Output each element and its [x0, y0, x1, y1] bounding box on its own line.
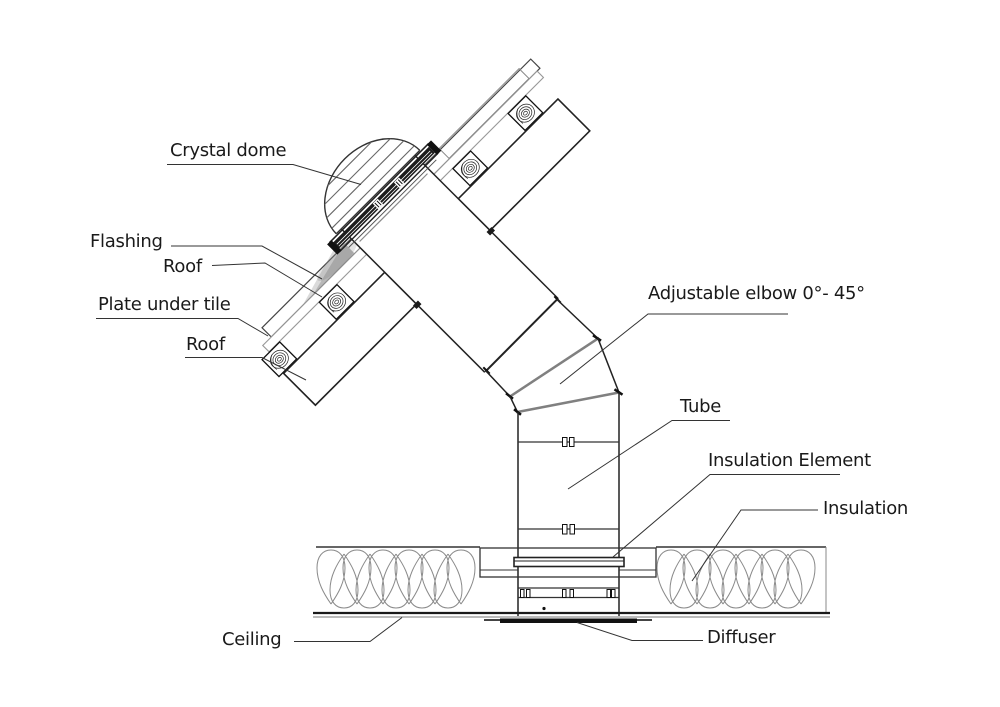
tube-clip — [413, 300, 422, 310]
label-flashing: Flashing — [90, 231, 163, 252]
label-tube: Tube — [680, 396, 721, 417]
tube-joint-clip — [562, 524, 568, 535]
curb-fastener — [393, 177, 405, 189]
plate-under-tile-leader — [96, 318, 269, 337]
batten — [261, 340, 298, 378]
crystal-dome-leader — [167, 164, 362, 185]
insulation-collar — [479, 547, 657, 578]
leader-lines — [96, 164, 840, 642]
crystal-dome — [304, 118, 421, 235]
batten — [318, 283, 355, 321]
tube-joint-clip — [562, 437, 568, 447]
roof-upper-leader — [211, 262, 323, 298]
roof-battens — [261, 94, 544, 378]
label-insulation: Insulation — [823, 498, 909, 519]
label-insulation-element: Insulation Element — [708, 450, 871, 471]
batten — [452, 150, 489, 187]
tube-leader — [567, 420, 730, 490]
label-roof-upper: Roof — [163, 256, 202, 277]
insulation-right — [656, 546, 827, 613]
label-adjustable-elbow: Adjustable elbow 0°- 45° — [648, 283, 865, 304]
insulation-element — [513, 556, 625, 568]
diffuser-leader — [576, 622, 703, 641]
adjustable-elbow-leader — [559, 313, 788, 385]
tube-joint-clip — [569, 524, 575, 535]
dome-curb — [327, 140, 442, 255]
label-diffuser: Diffuser — [707, 627, 776, 648]
tube-clip — [486, 227, 496, 236]
label-ceiling: Ceiling — [222, 629, 282, 650]
elbow-seam — [508, 336, 600, 399]
curb-fastener — [372, 198, 384, 210]
insulation-element-leader — [612, 474, 840, 558]
ceiling-leader — [294, 617, 403, 642]
diffuser-frame-joint — [518, 587, 619, 611]
adjustable-elbow — [482, 295, 624, 416]
flashing-leader — [171, 245, 323, 280]
tube-joint-clip — [569, 437, 575, 447]
label-plate-under-tile: Plate under tile — [98, 294, 231, 315]
ceiling-board — [313, 611, 830, 618]
batten — [507, 94, 544, 132]
vertical-tube — [517, 392, 620, 616]
roof-assembly — [261, 58, 591, 407]
flashing — [302, 67, 530, 306]
ceiling-level — [313, 546, 830, 623]
upper-tube — [340, 154, 559, 373]
elbow-seam — [516, 391, 621, 414]
label-roof-lower: Roof — [186, 334, 225, 355]
label-crystal-dome: Crystal dome — [170, 140, 287, 161]
roof-lower-leader — [185, 357, 307, 381]
diffuser-plate — [484, 618, 652, 623]
insulation-left — [316, 546, 480, 609]
insulation-leader — [691, 509, 818, 582]
